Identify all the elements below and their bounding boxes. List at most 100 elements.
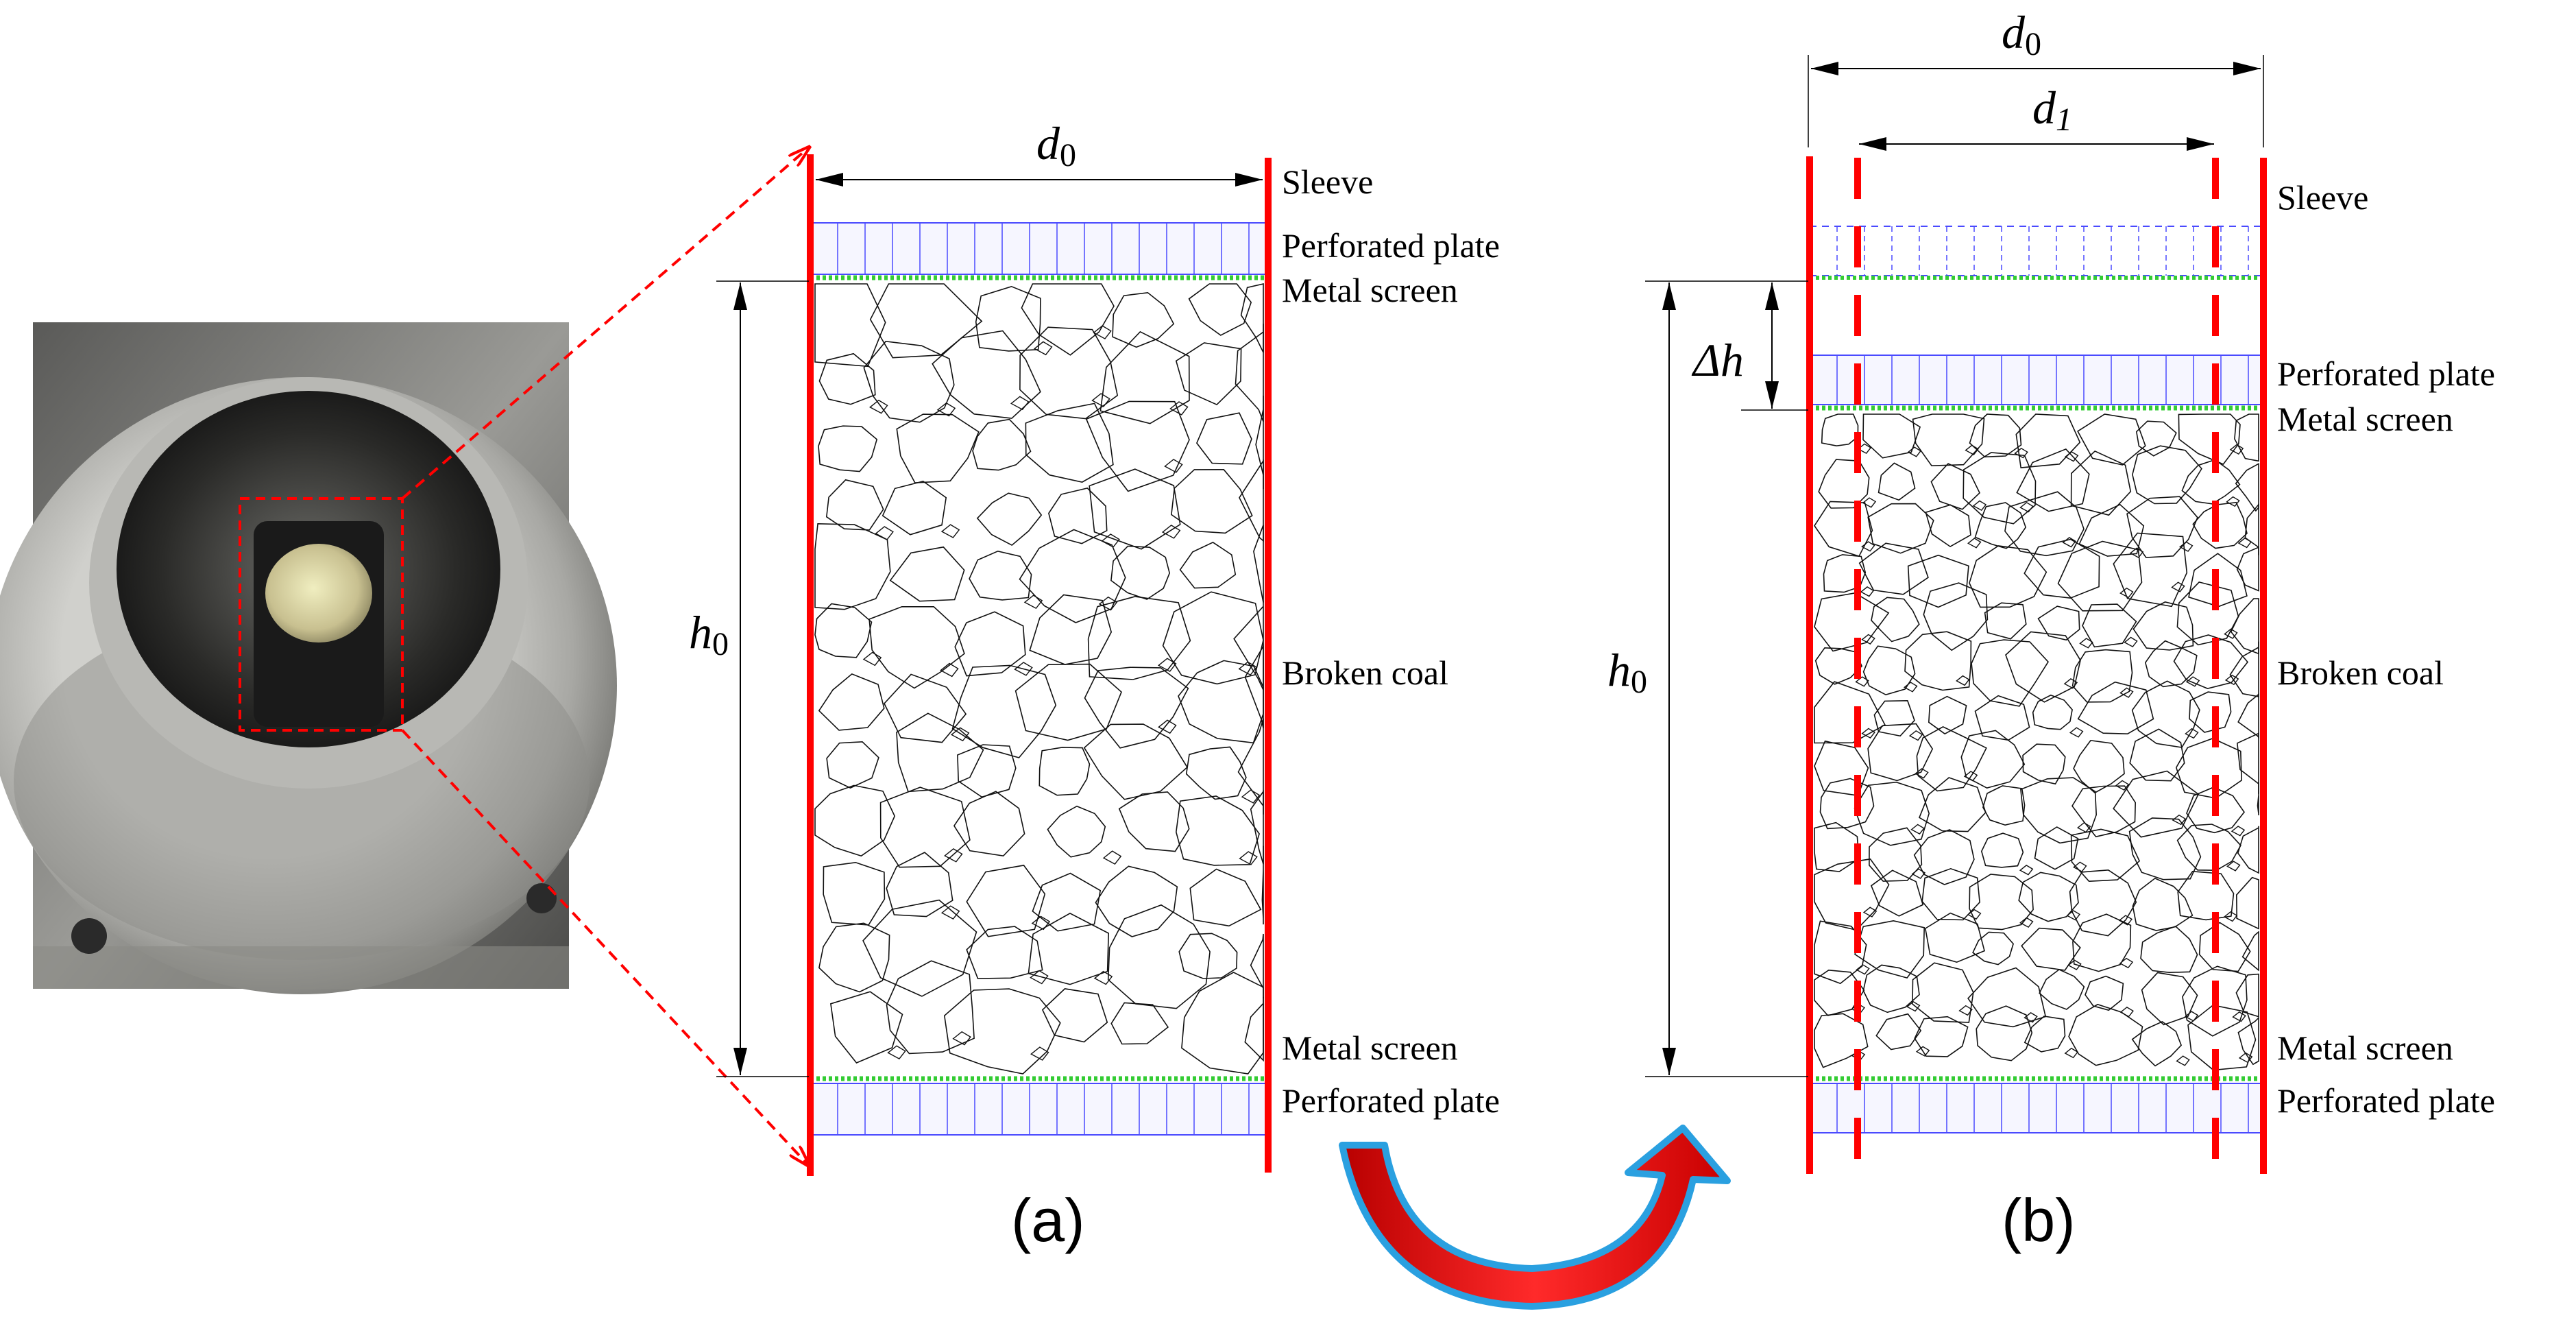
d0b-label: d0 [2002,6,2041,62]
coal-fragment [2119,687,2134,698]
coal-fragment [1031,915,1051,931]
coal-particle [2113,532,2188,608]
coal-particle [2077,413,2146,466]
coal-particle [1912,413,1985,467]
caption-a: (a) [1011,1186,1085,1254]
coal-particle [954,611,1026,677]
coal-fragment [2172,814,2187,826]
coal-particle [2173,634,2249,689]
coal-particle [953,791,1025,857]
coal-fragment [2119,957,2134,969]
coal-particle [1162,591,1264,685]
coal-particle [1960,730,2026,789]
coal-particle [1025,403,1114,483]
coal-particle [818,352,876,405]
coal-particle [1963,452,2037,525]
coal-fragment [1030,1046,1049,1061]
coal-particle [1928,695,1967,735]
coal-particle [2132,877,2194,931]
coal-particle [1916,726,1987,792]
perforated-plate-top [810,222,1269,275]
coal-particle [862,899,977,997]
coal-particle [2140,925,2198,974]
coal-particle [1118,791,1190,852]
coal-particle [2177,870,2235,921]
coal-particle [1179,541,1237,589]
coal-particle [1253,525,1264,603]
coal-particle [1814,681,1886,744]
coal-particle [1867,503,1934,554]
coal-fragment [2226,861,2241,872]
coal-particle [2257,782,2259,815]
perforated-plate-top-b [1809,355,2264,405]
coal-fragment [1164,459,1183,473]
coal-fragment [869,399,888,414]
coal-particle [868,605,965,689]
coal-particle [2068,1003,2143,1066]
coal-fragment [2063,678,2078,689]
coal-particle [2034,826,2079,870]
coal-fragment [1157,658,1177,673]
coal-fragment [1034,341,1053,356]
coal-particle [1969,545,2048,608]
coal-particle [2235,973,2259,1018]
coal-particle [943,988,1061,1075]
coal-particle [818,673,885,731]
coal-fragment [950,727,970,742]
coal-particle [2237,826,2259,874]
coal-particle [1912,962,1974,1023]
label-sleeve-b: Sleeve [2277,178,2368,217]
coal-particle [1019,529,1126,623]
coal-particle [2182,965,2248,1037]
coal-particle [814,523,891,610]
coal-fragment [1023,595,1043,610]
coal-particle [830,991,903,1064]
coal-fragment [2185,728,2199,739]
coal-particle [1021,283,1115,356]
coal-particle [1854,781,1930,846]
perforated-plate-original-position [1809,226,2264,276]
coal-fragment [1030,970,1049,985]
coal-particle [1875,1013,1922,1051]
coal-fragment [2066,910,2080,921]
coal-particle [1814,740,1869,797]
coal-particle [1930,463,1980,510]
coal-particle [1924,912,1985,963]
coal-particle [1250,933,1264,998]
coal-particle [1112,291,1175,348]
coal-fragment [1862,497,1877,508]
coal-particle [2037,605,2080,641]
coal-particle [975,285,1041,352]
transition-arrow [1339,1125,1731,1310]
coal-fragment [2232,1011,2246,1022]
coal-particle [2024,1016,2066,1053]
panel-a: d0 h0 Sleeve Perforated plate Metal scre… [689,117,1500,1254]
coal-particle [2022,743,2066,785]
coal-particle [1814,592,1890,652]
coal-fragment [2079,638,2093,649]
coal-particle [1907,554,1969,608]
coal-particle [2015,413,2081,468]
coal-particle [1041,988,1108,1043]
d1-label: d1 [2032,82,2072,138]
coal-particle [1095,865,1178,937]
coal-fragment [2019,917,2034,928]
coal-particle [1047,805,1106,858]
coal-particle [957,744,1017,798]
coal-fragment [1241,789,1261,804]
coal-particle [1862,645,1916,696]
coal-fragment [1915,768,1929,779]
coal-particle [2082,603,2137,648]
coal-particle [2071,785,2137,838]
coal-fragment [1014,662,1033,676]
coal-fragment [1956,675,1970,686]
coal-particle [2135,420,2177,457]
caption-b: (b) [2002,1186,2076,1254]
label-perforated-plate-top: Perforated plate [1282,226,1500,265]
coal-fragment [940,905,960,920]
coal-particle [2032,694,2073,730]
coal-fragment [1010,396,1030,411]
coal-particle [1814,858,1890,931]
coal-fragment [2014,447,2028,459]
